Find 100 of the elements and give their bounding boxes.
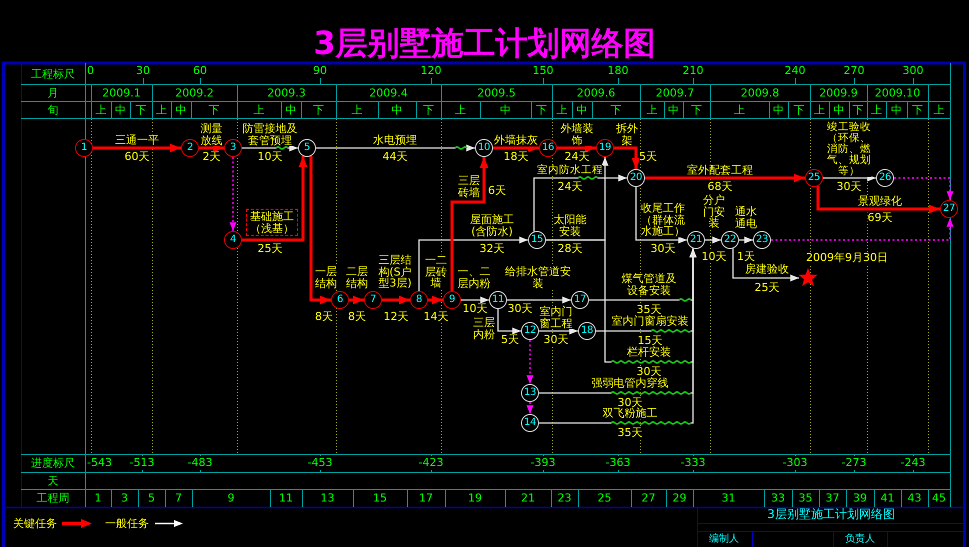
arrow	[705, 236, 721, 244]
title-block-title: 3层别墅施工计划网络图	[767, 508, 895, 522]
row-header: 天	[48, 474, 58, 487]
week-number: 3	[121, 492, 128, 504]
scale-value: 180	[608, 65, 628, 77]
scale-value: 270	[844, 65, 864, 77]
duration-label: 30天	[636, 366, 662, 378]
period-label: 上	[352, 103, 362, 116]
event-circle: 16	[539, 139, 557, 157]
task-label: 室内门窗工程	[539, 306, 573, 329]
scale-value: -483	[188, 457, 212, 469]
period-label: 上	[556, 103, 568, 116]
thick-arrow	[428, 296, 443, 304]
event-circle: 4	[224, 231, 242, 249]
event-circle: 26	[876, 169, 894, 187]
star-icon	[798, 268, 818, 287]
period-label: 下	[852, 103, 864, 116]
week-number: 5	[148, 492, 155, 504]
duration-label: 69天	[868, 212, 892, 224]
period-label: 下	[794, 103, 804, 116]
scale-value: -273	[842, 457, 866, 469]
event-circle: 18	[578, 322, 596, 340]
duration-label: 44天	[382, 151, 408, 163]
dotted-arrow	[526, 340, 534, 384]
scale-value: 300	[902, 65, 924, 77]
period-label: 中	[500, 103, 511, 116]
task-label: 外墙抹灰	[494, 134, 538, 146]
event-circle: 21	[687, 231, 705, 249]
thick-arrow	[493, 144, 539, 152]
week-number: 27	[642, 492, 656, 504]
event-circle: 15	[528, 231, 546, 249]
task-label: 基础施工（浅基）	[246, 208, 298, 236]
duration-label: 10天	[258, 151, 282, 163]
period-label: 上	[254, 103, 264, 116]
task-label: 室内门窗扇安装	[612, 315, 688, 327]
event-circle: 10	[475, 139, 493, 157]
task-label: 三通一平	[115, 134, 159, 146]
task-label: 煤气管道及设备安装	[621, 272, 677, 296]
scale-value: 210	[682, 65, 704, 77]
duration-label: 2天	[202, 151, 220, 163]
event-circle: 5	[298, 139, 316, 157]
arrow	[823, 174, 876, 182]
duration-label: 6天	[488, 185, 506, 197]
week-number: 37	[826, 492, 840, 504]
period-label: 下	[912, 103, 923, 116]
event-circle: 7	[364, 291, 382, 309]
week-number: 39	[853, 492, 867, 504]
duration-label: 10天	[462, 303, 488, 315]
legend-label: 一般任务	[105, 517, 149, 530]
arrow	[418, 236, 528, 291]
scale-value: -453	[308, 457, 332, 469]
duration-label: 12天	[384, 311, 408, 323]
event-circle: 3	[224, 139, 242, 157]
scale-value: -333	[680, 457, 706, 469]
duration-label: 32天	[480, 243, 504, 255]
task-label: 防雷接地及套管预埋	[242, 122, 298, 146]
duration-label: 8天	[315, 311, 333, 323]
arrow	[635, 187, 687, 244]
arrow	[316, 144, 475, 152]
task-label: 太阳能安装	[553, 214, 587, 237]
duration-label: 35天	[618, 427, 642, 439]
task-label: 室内防水工程	[537, 164, 603, 176]
duration-label: 5天	[501, 334, 519, 346]
field-label: 编制人	[709, 533, 739, 545]
scale-value: 120	[420, 65, 442, 77]
scale-value: 150	[532, 65, 554, 77]
week-number: 21	[521, 492, 535, 504]
scale-value: -303	[782, 457, 808, 469]
row-header: 工程周	[36, 492, 70, 504]
month-label: 2009.4	[369, 86, 408, 99]
duration-label: 5天	[639, 151, 657, 163]
task-label: 收尾工作（群体流水施工）	[640, 202, 686, 237]
week-number: 13	[320, 492, 334, 504]
event-circle: 8	[410, 291, 428, 309]
scale-value: -543	[87, 457, 112, 469]
task-label: 室外配套工程	[687, 164, 753, 176]
event-circle: 20	[627, 169, 645, 187]
period-label: 上	[96, 103, 106, 116]
period-label: 中	[891, 103, 902, 116]
duration-label: 24天	[558, 181, 582, 193]
period-label: 上	[734, 103, 745, 116]
milestone-date: 2009年9月30日	[806, 252, 888, 264]
event-circle: 2	[181, 139, 199, 157]
week-number: 15	[373, 492, 387, 504]
thick-arrow	[614, 146, 640, 169]
dotted-arrow	[894, 177, 954, 200]
period-label: 中	[176, 103, 186, 116]
month-label: 2009.8	[740, 86, 780, 99]
duration-label: 15天	[638, 335, 662, 347]
week-number: 35	[798, 492, 812, 504]
task-label: 竣工验收（环保、消防、燃气、规划等）	[826, 121, 872, 176]
period-label: 上	[934, 103, 944, 116]
duration-label: 24天	[564, 151, 590, 163]
task-label: 三层内粉	[472, 316, 496, 340]
task-label: 外墙装饰	[560, 122, 594, 146]
scale-value: 30	[136, 65, 150, 77]
arrow	[539, 328, 578, 334]
event-circle: 22	[721, 231, 739, 249]
period-label: 下	[536, 103, 547, 116]
week-number: 1	[94, 492, 102, 504]
